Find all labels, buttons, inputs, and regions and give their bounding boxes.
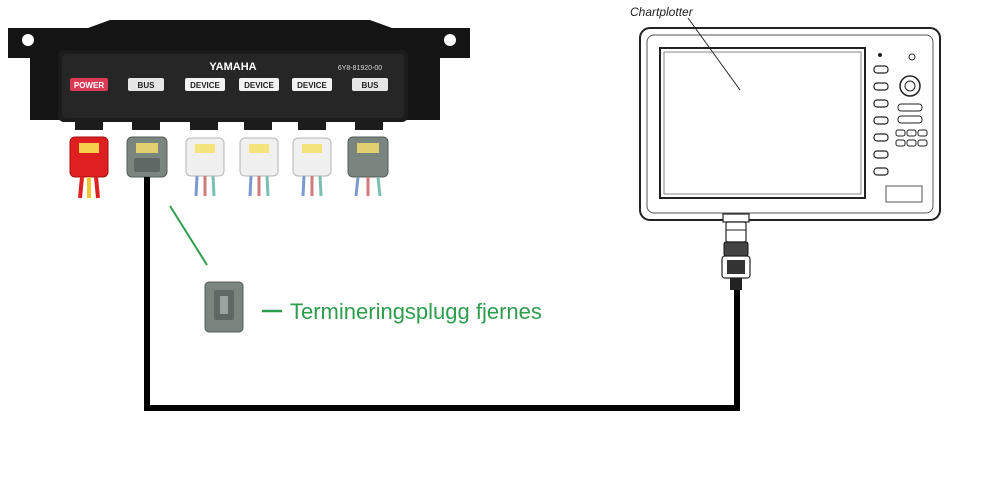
yamaha-hub: YAMAHA 6Y8-81920-00 POWER BUS DEVICE DEV… bbox=[8, 20, 470, 130]
connector-bus-2 bbox=[347, 136, 389, 197]
chartplotter-pointer-line bbox=[687, 17, 741, 91]
mount-hole-right bbox=[444, 34, 456, 46]
chartplotter-side-buttons bbox=[873, 65, 889, 176]
hub-brand: YAMAHA bbox=[209, 61, 256, 73]
chartplotter-knob bbox=[899, 75, 921, 97]
chartplotter-keypad bbox=[895, 103, 928, 147]
port-device-2: DEVICE bbox=[239, 78, 279, 91]
backbone-cable bbox=[144, 177, 740, 411]
mount-hole-left bbox=[22, 34, 34, 46]
port-label-device: DEVICE bbox=[190, 81, 220, 90]
port-device-1: DEVICE bbox=[185, 78, 225, 91]
connector-device-2 bbox=[239, 137, 279, 197]
port-bus-1: BUS bbox=[128, 78, 164, 91]
port-label-power: POWER bbox=[74, 81, 104, 90]
port-device-3: DEVICE bbox=[292, 78, 332, 91]
hub-part-number: 6Y8-81920-00 bbox=[338, 65, 382, 72]
connector-device-3 bbox=[292, 137, 332, 197]
chartplotter-connector bbox=[721, 213, 751, 290]
chartplotter bbox=[639, 27, 941, 290]
port-label-device: DEVICE bbox=[297, 81, 327, 90]
termination-plug bbox=[204, 281, 244, 333]
port-label-bus: BUS bbox=[138, 81, 156, 90]
chartplotter-screen bbox=[659, 47, 866, 199]
connector-bus bbox=[126, 136, 168, 178]
chartplotter-label: Chartplotter bbox=[630, 5, 694, 19]
termination-pointer-line bbox=[169, 205, 208, 266]
port-label-device: DEVICE bbox=[244, 81, 274, 90]
port-label-bus: BUS bbox=[362, 81, 380, 90]
connector-power bbox=[69, 136, 109, 199]
connector-device-1 bbox=[185, 137, 225, 197]
termination-label: Termineringsplugg fjernes bbox=[290, 299, 542, 324]
port-bus-2: BUS bbox=[352, 78, 388, 91]
port-power: POWER bbox=[70, 78, 108, 91]
